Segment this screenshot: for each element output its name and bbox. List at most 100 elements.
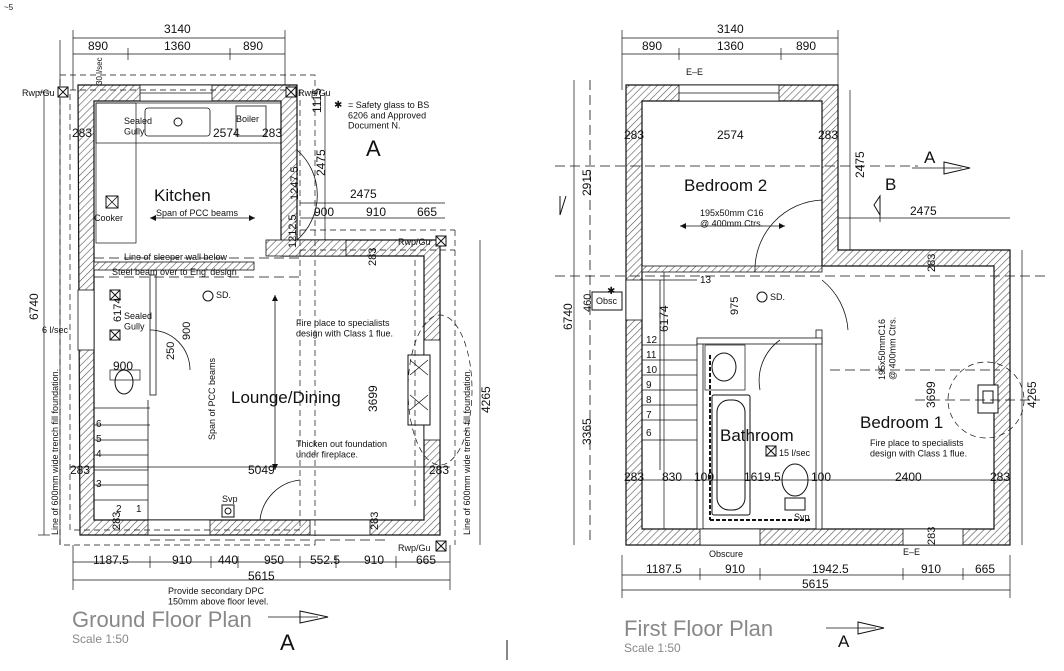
svg-text:6: 6 — [96, 419, 102, 430]
ground-dim-bottom-f: 910 — [364, 553, 384, 567]
first-dim-3365: 3365 — [580, 418, 594, 445]
first-plan-title: First Floor Plan — [624, 616, 773, 641]
first-dim-bottom-c: 1942.5 — [812, 562, 849, 576]
first-plan-scale: Scale 1:50 — [624, 641, 681, 655]
ground-span-pcc-v: Span of PCC beams — [207, 357, 217, 440]
ground-dim-250: 250 — [165, 342, 177, 360]
first-dim-4265: 4265 — [1025, 381, 1039, 408]
first-dim-bottom-e: 665 — [975, 562, 995, 576]
first-dim-283-a: 283 — [624, 128, 644, 142]
first-section-a-top: A — [924, 148, 936, 167]
first-section-a-bottom: A — [838, 632, 850, 651]
ground-rwp-mid: Rwp/Gu — [398, 237, 431, 247]
first-dim-bottom-total: 5615 — [802, 577, 829, 591]
ground-dim-3699: 3699 — [366, 385, 380, 412]
ground-dim-283-e: 283 — [429, 463, 449, 477]
ground-dim-mid-a: 900 — [314, 205, 334, 219]
first-dim-2475-v: 2475 — [853, 151, 867, 178]
first-flow-label: 15 l/sec — [779, 448, 811, 458]
ground-dim-total-top: 3140 — [164, 22, 191, 36]
ground-trench-left: Line of 600mm wide trench fill foundatio… — [50, 369, 60, 535]
first-svp-label: Svp — [794, 512, 810, 522]
first-stair-9: 9 — [646, 380, 652, 391]
first-dim-3699: 3699 — [924, 381, 938, 408]
svg-text:4: 4 — [96, 449, 102, 460]
ground-dim-mid-c: 665 — [417, 205, 437, 219]
ground-flow-label: 6 l/sec — [42, 325, 69, 335]
ground-floor-plan: 3140 890 1360 890 — [22, 22, 493, 655]
ground-dim-2574: 2574 — [213, 126, 240, 140]
ground-dim-4265: 4265 — [479, 386, 493, 413]
first-room-bathroom: Bathroom — [720, 426, 794, 445]
first-outer-wall — [625, 84, 1011, 546]
first-stairs: 13 12 11 10 9 8 7 6 — [642, 275, 712, 470]
ground-flow-top-label: 30 l/sec — [95, 57, 104, 85]
first-dim-283-r: 283 — [926, 254, 938, 272]
first-obsc-label: Obsc — [596, 296, 618, 306]
ground-section-mark-bottom: A — [280, 630, 295, 655]
first-bottom-dimensions: 1187.5 910 1942.5 910 665 5615 — [621, 555, 1011, 598]
ground-dim-top-a: 890 — [88, 39, 108, 53]
ground-dim-2475: 2475 — [314, 149, 328, 176]
ground-dim-900-h: 900 — [113, 359, 133, 373]
ground-dim-mid-ext: 2475 — [350, 187, 377, 201]
first-dim-2574: 2574 — [717, 128, 744, 142]
first-joists-a: 195x50mm C16@ 400mm Ctrs. — [700, 208, 764, 228]
ground-bottom-dimensions: 1187.5 910 440 950 552.5 910 665 5615 — [72, 545, 451, 590]
corner-mark: ~5 — [4, 3, 14, 12]
first-dim-975: 975 — [729, 297, 741, 315]
ground-dim-1115: 1115 — [310, 88, 324, 113]
first-stair-6: 6 — [646, 428, 652, 439]
first-dim-bottom-b: 910 — [725, 562, 745, 576]
ground-dim-bottom-c: 440 — [218, 553, 238, 567]
ground-dim-283-f: 283 — [111, 512, 123, 530]
ground-dim-1247: 1247.5 — [289, 166, 301, 200]
ground-sd-label: SD. — [216, 290, 231, 300]
ground-trench-right: Line of 600mm wide trench fill foundatio… — [462, 369, 472, 535]
ground-dim-283-a: 283 — [72, 126, 92, 140]
ground-top-dimensions: 3140 890 1360 890 — [72, 22, 286, 90]
ground-dim-900-v: 900 — [181, 322, 193, 340]
first-dim-bottom-a: 1187.5 — [646, 562, 682, 576]
ground-dim-bottom-b: 910 — [172, 553, 192, 567]
svg-text:✱: ✱ — [607, 286, 615, 297]
first-stair-10: 10 — [646, 365, 658, 376]
first-dim-2400: 2400 — [895, 470, 922, 484]
first-dim-top-c: 890 — [796, 39, 816, 53]
first-dim-2475-h: 2475 — [910, 204, 937, 218]
first-sd-label: SD. — [770, 292, 785, 302]
ground-boiler-label: Boiler — [236, 114, 259, 124]
svg-text:5: 5 — [96, 434, 102, 445]
ground-section-mark-top: A — [366, 136, 381, 161]
ground-rwp-tl: Rwp/Gu — [22, 88, 55, 98]
ground-plan-title: Ground Floor Plan — [72, 607, 252, 632]
first-dim-2915: 2915 — [580, 169, 594, 196]
svg-text:2: 2 — [116, 504, 122, 515]
ground-span-pcc: Span of PCC beams — [156, 208, 239, 218]
ground-dim-283-c: 283 — [367, 248, 379, 266]
ground-plan-scale: Scale 1:50 — [72, 632, 129, 646]
ground-dim-bottom-g: 665 — [416, 553, 436, 567]
first-dim-bottom-d: 910 — [921, 562, 941, 576]
svg-text:1: 1 — [136, 504, 142, 515]
ground-room-lounge: Lounge/Dining — [231, 388, 341, 407]
ground-sleeper-label: Line of sleeper wall below — [124, 252, 228, 262]
first-dim-100-b: 100 — [811, 470, 831, 484]
ground-dim-6174: 6174 — [112, 298, 124, 322]
ground-room-kitchen: Kitchen — [154, 186, 211, 205]
ground-steel-beam-label: Steel beam over to Eng' design — [112, 267, 237, 277]
ground-rwp-tr: Rwp/Gu — [298, 88, 331, 98]
first-dim-830: 830 — [662, 470, 682, 484]
ground-dim-mid-b: 910 — [366, 205, 386, 219]
first-dim-top-a: 890 — [642, 39, 662, 53]
ground-dim-283-d: 283 — [70, 463, 90, 477]
first-section-b: B — [885, 175, 896, 194]
ground-dim-bottom-d: 950 — [264, 553, 284, 567]
first-dim-1619: 1619.5 — [744, 470, 781, 484]
first-dim-283-b: 283 — [818, 128, 838, 142]
